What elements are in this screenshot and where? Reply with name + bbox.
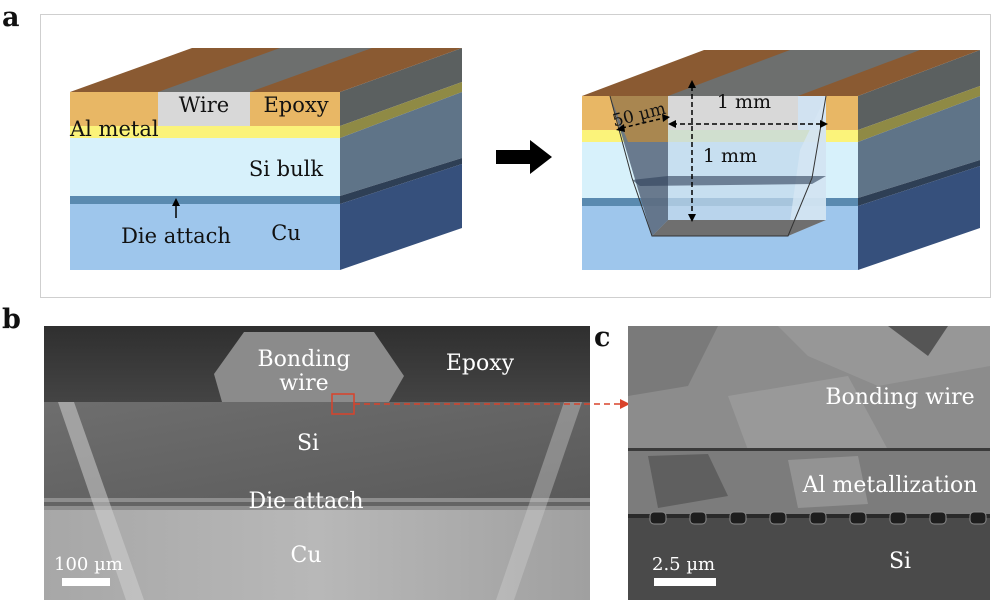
sem-c-via-row [649,511,987,525]
sem-c-scale-bar [654,578,716,586]
sem-b-label-si: Si [297,431,319,456]
label-wire: Wire [179,93,229,117]
block-left-al-layer [70,126,340,138]
block-left-epoxy-right [250,92,340,126]
via [889,511,907,525]
sem-c-grain-3 [888,326,948,356]
dim-width-head-right [820,120,828,128]
block-right-side-si [858,96,980,198]
block-left-side-die [340,158,462,204]
trench-floor [652,220,826,236]
sem-c-si-top-edge [628,514,990,518]
label-si-bulk: Si bulk [249,157,323,181]
sem-image-zoom: Bonding wire Al metallization Si 2.5 µm [628,326,990,600]
via [849,511,867,525]
sem-c-label-bonding-wire: Bonding wire [825,385,974,410]
block-left-side-cu [340,164,462,270]
block-left-wire [158,92,250,126]
label-epoxy: Epoxy [263,93,328,117]
block-left-side-al [340,82,462,138]
sem-c-label-si: Si [889,549,911,574]
sem-b-scale-label: 100 µm [54,554,123,575]
process-arrow-icon [496,140,552,174]
block-right-epoxy-right [826,96,858,130]
sem-c-al-grain-1 [648,454,728,508]
sem-b-label-cu: Cu [290,543,321,568]
sem-b-label-die-attach: Die attach [248,489,363,514]
sem-c-interface-line [628,448,990,451]
label-die-attach: Die attach [121,224,231,248]
via [729,511,747,525]
sem-b-scale-bar [62,578,110,586]
sem-c-al-grain-2 [788,456,868,508]
label-dim-1mm-width: 1 mm [717,91,771,113]
schematic-trenched-block: 50 µm 1 mm 1 mm [582,50,980,270]
via [929,511,947,525]
block-right-side-epoxy [858,50,980,130]
schematic-intact-block: Wire Epoxy Al metal Si bulk Die attach C… [69,48,462,270]
sem-b-trench-left-edge [58,402,144,600]
block-left-side-si [340,92,462,196]
block-left-epoxy-left [70,92,158,126]
via [809,511,827,525]
dim-50um-arrow [621,117,665,129]
block-right-side-die [858,160,980,206]
sem-b-label-bonding-line2: wire [279,371,328,396]
sem-b-die-attach-texture [44,502,590,506]
via [689,511,707,525]
dim-width-head-left [668,120,676,128]
trench-band-si [632,176,826,186]
label-dim-1mm-depth: 1 mm [703,145,757,167]
label-al-metal: Al metal [69,117,159,141]
sem-b-trench-right-edge [496,402,582,600]
via [769,511,787,525]
dim-50um-head-right [662,114,670,122]
sem-b-label-bonding-line1: Bonding [258,347,351,372]
via [649,511,667,525]
block-left-side-epoxy [340,48,462,126]
dim-50um-head-left [616,124,625,132]
sem-c-scale-label: 2.5 µm [652,554,715,575]
panel-label-b: b [2,304,21,335]
block-right-side-cu [858,166,980,270]
panel-label-c: c [594,322,611,353]
block-left-die-layer [70,196,340,204]
block-right-side-al [858,86,980,142]
sem-b-bonding-wire-region [214,332,404,402]
schematic-diagram: Wire Epoxy Al metal Si bulk Die attach C… [69,48,980,270]
trench-right-wall [788,96,826,236]
block-left-cu-layer [70,204,340,270]
label-cu: Cu [271,221,301,245]
panel-label-a: a [2,2,20,33]
sem-image-cross-section: Bonding wire Epoxy Si Die attach Cu 100 … [44,326,590,600]
via [969,511,987,525]
die-attach-pointer-head [172,198,180,206]
dim-depth-head-bottom [688,214,696,222]
sem-b-label-epoxy: Epoxy [446,351,515,376]
dim-depth-head-top [688,80,696,88]
block-left-top-wire-groove [158,48,372,92]
sem-b-si-region [44,402,590,500]
sem-c-label-al-metallization: Al metallization [802,473,978,498]
sem-c-grain-1 [628,326,718,396]
trench-outline [609,95,827,237]
block-right-top-groove [668,50,920,96]
panel-a-frame [40,14,991,298]
sem-c-grain-4 [728,376,888,450]
block-left-si-layer [70,138,340,196]
